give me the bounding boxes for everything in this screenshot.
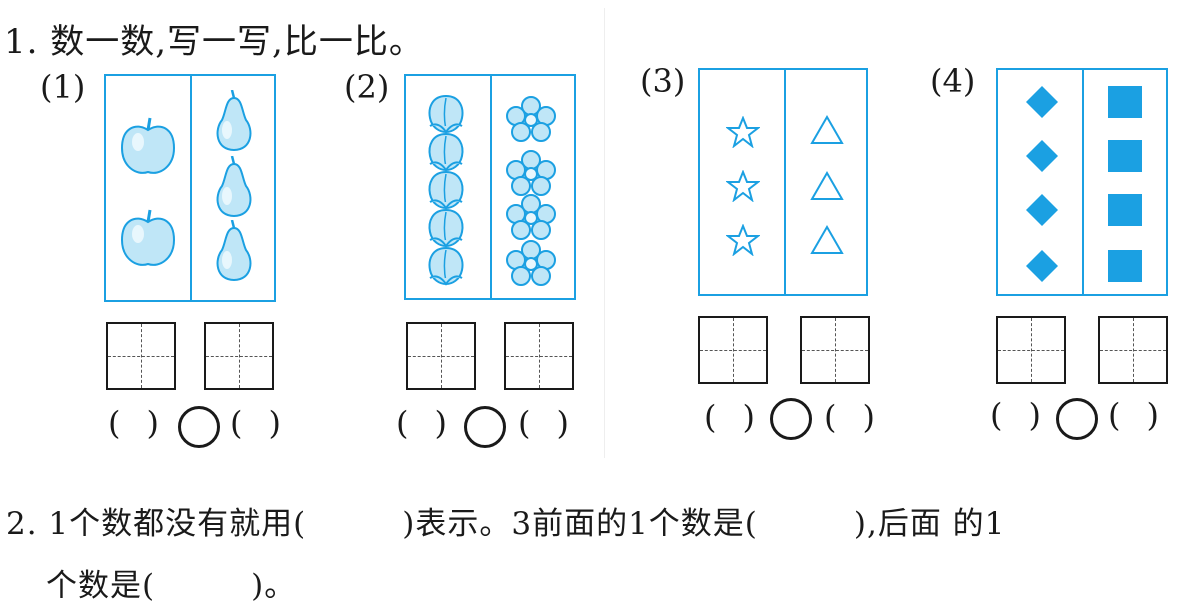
part-4-card: [996, 68, 1168, 296]
part-3-label: (3): [640, 62, 686, 100]
star-icon: [726, 170, 760, 202]
answer-blank-left[interactable]: (): [704, 398, 755, 436]
answer-grid-right[interactable]: [204, 322, 274, 390]
flower-icon: [506, 96, 556, 142]
question-2-line-1: 2. 1个数都没有就用( )表示。3前面的1个数是( ),后面 的1: [6, 506, 1006, 542]
peach-icon: [428, 94, 464, 134]
part-2-card: [404, 74, 576, 300]
card-divider: [784, 70, 786, 294]
compare-circle[interactable]: [178, 406, 220, 448]
triangle-icon: [810, 224, 844, 254]
part-4-label: (4): [930, 62, 976, 100]
diamond-icon: [1026, 140, 1058, 172]
part-1-card: [104, 74, 276, 302]
diamond-icon: [1026, 250, 1058, 282]
peach-icon: [428, 246, 464, 286]
compare-circle[interactable]: [464, 406, 506, 448]
pear-icon: [216, 90, 252, 152]
peach-icon: [428, 208, 464, 248]
answer-blank-right[interactable]: (): [230, 404, 281, 442]
answer-grid-right[interactable]: [504, 322, 574, 390]
answer-grid-left[interactable]: [996, 316, 1066, 384]
apple-icon: [120, 117, 176, 174]
answer-grid-left[interactable]: [698, 316, 768, 384]
compare-circle[interactable]: [770, 398, 812, 440]
diamond-icon: [1026, 194, 1058, 226]
diamond-icon: [1026, 86, 1058, 118]
compare-circle[interactable]: [1056, 398, 1098, 440]
card-divider: [1082, 70, 1084, 294]
card-divider: [490, 76, 492, 298]
part-2-label: (2): [344, 68, 390, 106]
flower-icon: [506, 194, 556, 240]
answer-grid-right[interactable]: [1098, 316, 1168, 384]
triangle-icon: [810, 170, 844, 200]
triangle-icon: [810, 114, 844, 144]
answer-blank-right[interactable]: (): [824, 398, 875, 436]
peach-icon: [428, 132, 464, 172]
question-1-title: 1. 数一数,写一写,比一比。: [4, 22, 424, 62]
peach-icon: [428, 170, 464, 210]
star-icon: [726, 116, 760, 148]
flower-icon: [506, 240, 556, 286]
square-icon: [1108, 140, 1142, 172]
column-separator: [604, 8, 605, 458]
answer-grid-left[interactable]: [406, 322, 476, 390]
apple-icon: [120, 209, 176, 266]
answer-blank-left[interactable]: (): [990, 396, 1041, 434]
answer-grid-right[interactable]: [800, 316, 870, 384]
star-icon: [726, 224, 760, 256]
square-icon: [1108, 250, 1142, 282]
card-divider: [190, 76, 192, 300]
part-3-card: [698, 68, 868, 296]
part-1-label: (1): [40, 68, 86, 106]
answer-blank-left[interactable]: (): [108, 404, 159, 442]
answer-grid-left[interactable]: [106, 322, 176, 390]
pear-icon: [216, 220, 252, 282]
flower-icon: [506, 150, 556, 196]
answer-blank-right[interactable]: (): [518, 404, 569, 442]
square-icon: [1108, 86, 1142, 118]
pear-icon: [216, 156, 252, 218]
question-2-line-2: 个数是( )。: [46, 568, 297, 604]
answer-blank-left[interactable]: (): [396, 404, 447, 442]
square-icon: [1108, 194, 1142, 226]
answer-blank-right[interactable]: (): [1108, 396, 1159, 434]
